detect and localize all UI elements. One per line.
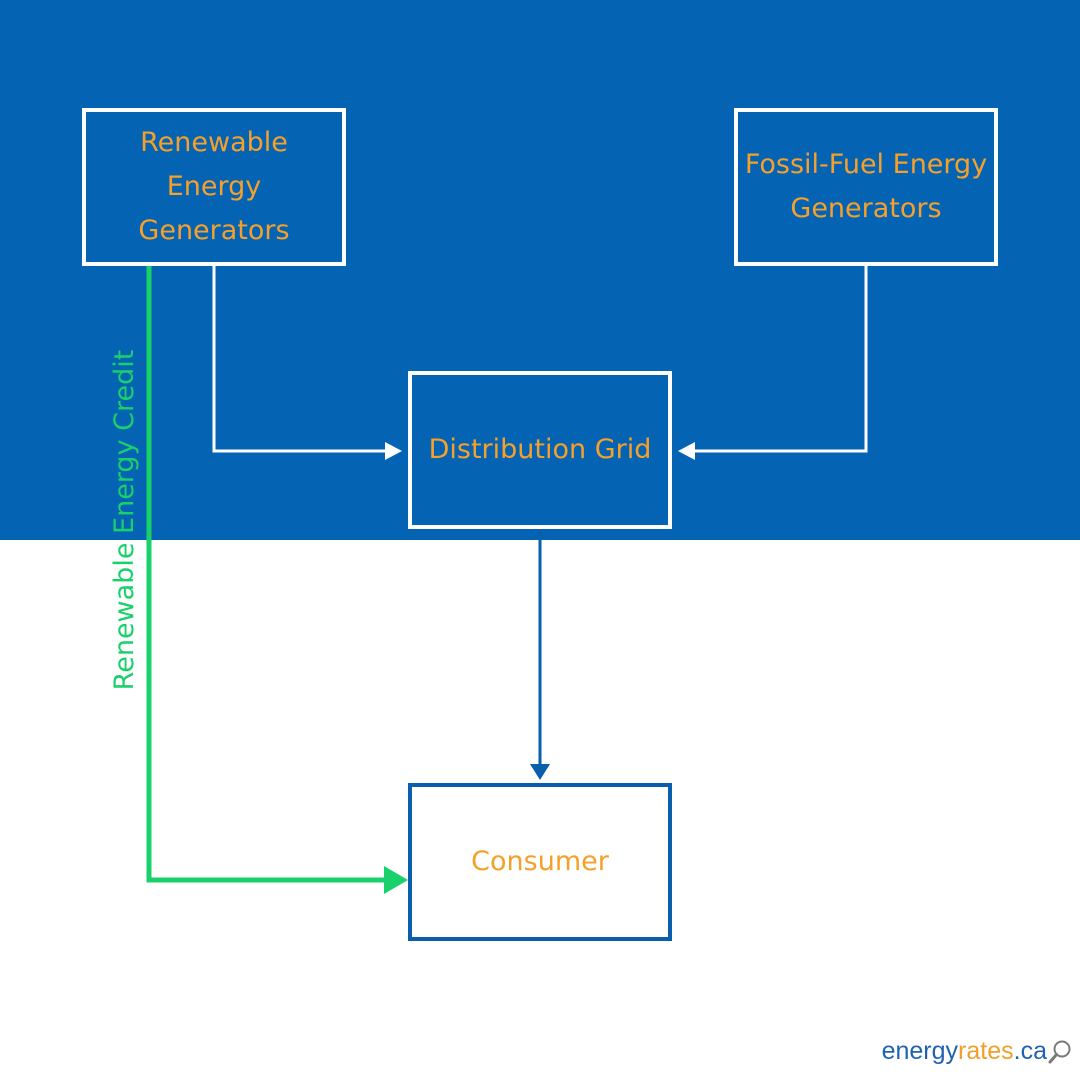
arrowhead-renewable-credit bbox=[384, 866, 408, 894]
arrowhead-renewable-to-grid bbox=[385, 442, 402, 460]
arrowhead-grid-to-consumer bbox=[530, 764, 550, 780]
arrow-fossil-to-grid bbox=[695, 264, 868, 453]
node-distribution-grid: Distribution Grid bbox=[408, 371, 672, 529]
renewable-energy-credit-label: Renewable Energy Credit bbox=[109, 349, 140, 691]
node-grid-label: Distribution Grid bbox=[428, 434, 652, 465]
arrowhead-fossil-to-grid bbox=[678, 442, 695, 460]
arrow-renewable-credit bbox=[146, 264, 384, 883]
node-fossil-label: Fossil-Fuel Energy Generators bbox=[744, 149, 988, 224]
node-renewable-energy-generators: Renewable Energy Generators bbox=[82, 108, 346, 266]
node-consumer: Consumer bbox=[408, 783, 672, 941]
node-consumer-label: Consumer bbox=[471, 846, 609, 877]
arrow-renewable-to-grid bbox=[212, 264, 385, 453]
node-renewable-label: Renewable Energy Generators bbox=[138, 127, 290, 246]
logo-text-rates: rates bbox=[958, 1037, 1014, 1065]
logo-text-ca: .ca bbox=[1013, 1037, 1047, 1065]
node-fossil-fuel-generators: Fossil-Fuel Energy Generators bbox=[734, 108, 998, 266]
logo-text-energy: energy bbox=[881, 1037, 959, 1065]
magnifier-icon bbox=[1048, 1040, 1071, 1063]
